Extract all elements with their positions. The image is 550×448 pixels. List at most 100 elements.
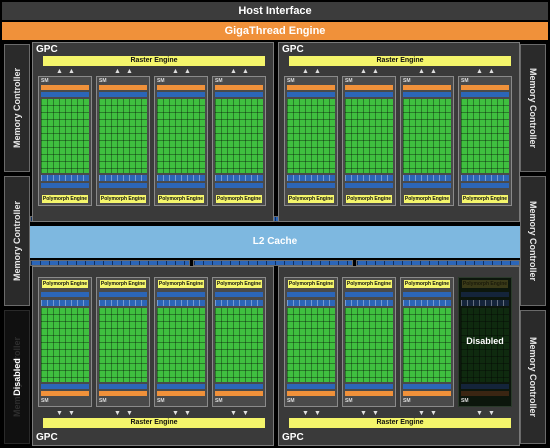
sm-label: SM — [157, 78, 165, 84]
polymorph-engine: Polymorph Engine — [404, 195, 450, 203]
register-unit-bar — [345, 384, 393, 389]
register-unit-bar — [287, 300, 335, 306]
data-flow-arrow-icon: ▼ — [488, 410, 495, 417]
instruction-cache-bar — [215, 85, 263, 90]
memory-controller-label: Memory Controller — [12, 67, 22, 149]
instruction-cache-bar — [157, 391, 205, 396]
memory-controller-left-top: Memory Controller — [4, 44, 30, 172]
register-unit-bar — [157, 183, 205, 188]
data-flow-arrow-icon: ▲ — [360, 68, 367, 75]
data-flow-arrow-icon: ▲ — [476, 68, 483, 75]
sm-label: SM — [215, 398, 223, 404]
instruction-cache-bar — [345, 391, 393, 396]
polymorph-engine: Polymorph Engine — [42, 195, 88, 203]
register-unit-bar — [99, 183, 147, 188]
register-unit-bar — [41, 292, 89, 297]
register-unit-bar — [157, 175, 205, 181]
data-flow-arrow-icon: ▼ — [230, 410, 237, 417]
sm-label: SM — [345, 398, 353, 404]
register-unit-bar — [403, 92, 451, 97]
l2-cache: L2 Cache — [30, 226, 520, 258]
register-unit-bar — [345, 292, 393, 297]
data-flow-arrow-icon: ▲ — [56, 68, 63, 75]
memory-controller-label: Memory Controller — [528, 200, 538, 282]
cuda-core-array — [215, 308, 263, 382]
data-flow-arrow-icon: ▲ — [302, 68, 309, 75]
cuda-core-array — [403, 99, 451, 173]
gpc-label: GPC — [36, 432, 58, 443]
register-unit-bar — [41, 384, 89, 389]
cuda-core-array — [345, 308, 393, 382]
register-unit-bar — [287, 92, 335, 97]
data-flow-arrow-icon: ▲ — [242, 68, 249, 75]
data-flow-arrow-icon: ▲ — [430, 68, 437, 75]
register-unit-bar — [41, 175, 89, 181]
register-unit-bar — [215, 292, 263, 297]
register-unit-bar — [157, 92, 205, 97]
instruction-cache-bar — [99, 391, 147, 396]
instruction-cache-bar — [403, 391, 451, 396]
sm-label: SM — [461, 398, 469, 404]
data-flow-arrow-icon: ▲ — [230, 68, 237, 75]
register-unit-bar — [403, 384, 451, 389]
memory-controller-left-middle: Memory Controller — [4, 176, 30, 306]
data-flow-arrow-icon: ▲ — [114, 68, 121, 75]
memory-controller-right-middle: Memory Controller — [520, 176, 546, 306]
sm-block: SM Polymorph Engine — [400, 76, 454, 206]
register-unit-bar — [99, 92, 147, 97]
cuda-core-array — [99, 99, 147, 173]
sm-label: SM — [287, 78, 295, 84]
polymorph-engine: Polymorph Engine — [100, 195, 146, 203]
cuda-core-array — [461, 99, 509, 173]
register-unit-bar — [461, 183, 509, 188]
instruction-cache-bar — [403, 85, 451, 90]
register-unit-bar — [99, 175, 147, 181]
sm-label: SM — [99, 78, 107, 84]
register-unit-bar — [403, 300, 451, 306]
disabled-label: Disabled — [12, 358, 22, 396]
instruction-cache-bar — [287, 85, 335, 90]
register-unit-bar — [99, 384, 147, 389]
register-unit-bar — [41, 183, 89, 188]
memory-controller-label: Memory Controller — [528, 67, 538, 149]
sm-block: SM Polymorph Engine — [96, 76, 150, 206]
memory-controller-right-top: Memory Controller — [520, 44, 546, 172]
register-unit-bar — [157, 384, 205, 389]
register-unit-bar — [287, 175, 335, 181]
instruction-cache-bar — [461, 85, 509, 90]
register-unit-bar — [403, 175, 451, 181]
register-unit-bar — [157, 300, 205, 306]
cuda-core-array — [41, 308, 89, 382]
instruction-cache-bar — [41, 391, 89, 396]
memory-controller-left-bottom-disabled: Memory Controller Disabled — [4, 310, 30, 444]
register-unit-bar — [99, 292, 147, 297]
register-unit-bar — [99, 300, 147, 306]
register-unit-bar — [215, 183, 263, 188]
register-unit-bar — [461, 292, 509, 297]
sm-label: SM — [403, 78, 411, 84]
gpc-label: GPC — [282, 44, 304, 55]
register-unit-bar — [461, 92, 509, 97]
register-unit-bar — [287, 292, 335, 297]
instruction-cache-bar — [41, 85, 89, 90]
l2-crossbar-strip — [356, 260, 520, 266]
data-flow-arrow-icon: ▼ — [56, 410, 63, 417]
register-unit-bar — [41, 92, 89, 97]
cuda-core-array — [99, 308, 147, 382]
gpc-label: GPC — [282, 432, 304, 443]
polymorph-engine: Polymorph Engine — [216, 280, 262, 288]
polymorph-engine: Polymorph Engine — [158, 280, 204, 288]
cuda-core-array — [287, 308, 335, 382]
sm-label: SM — [99, 398, 107, 404]
polymorph-engine: Polymorph Engine — [462, 195, 508, 203]
data-flow-arrow-icon: ▲ — [126, 68, 133, 75]
